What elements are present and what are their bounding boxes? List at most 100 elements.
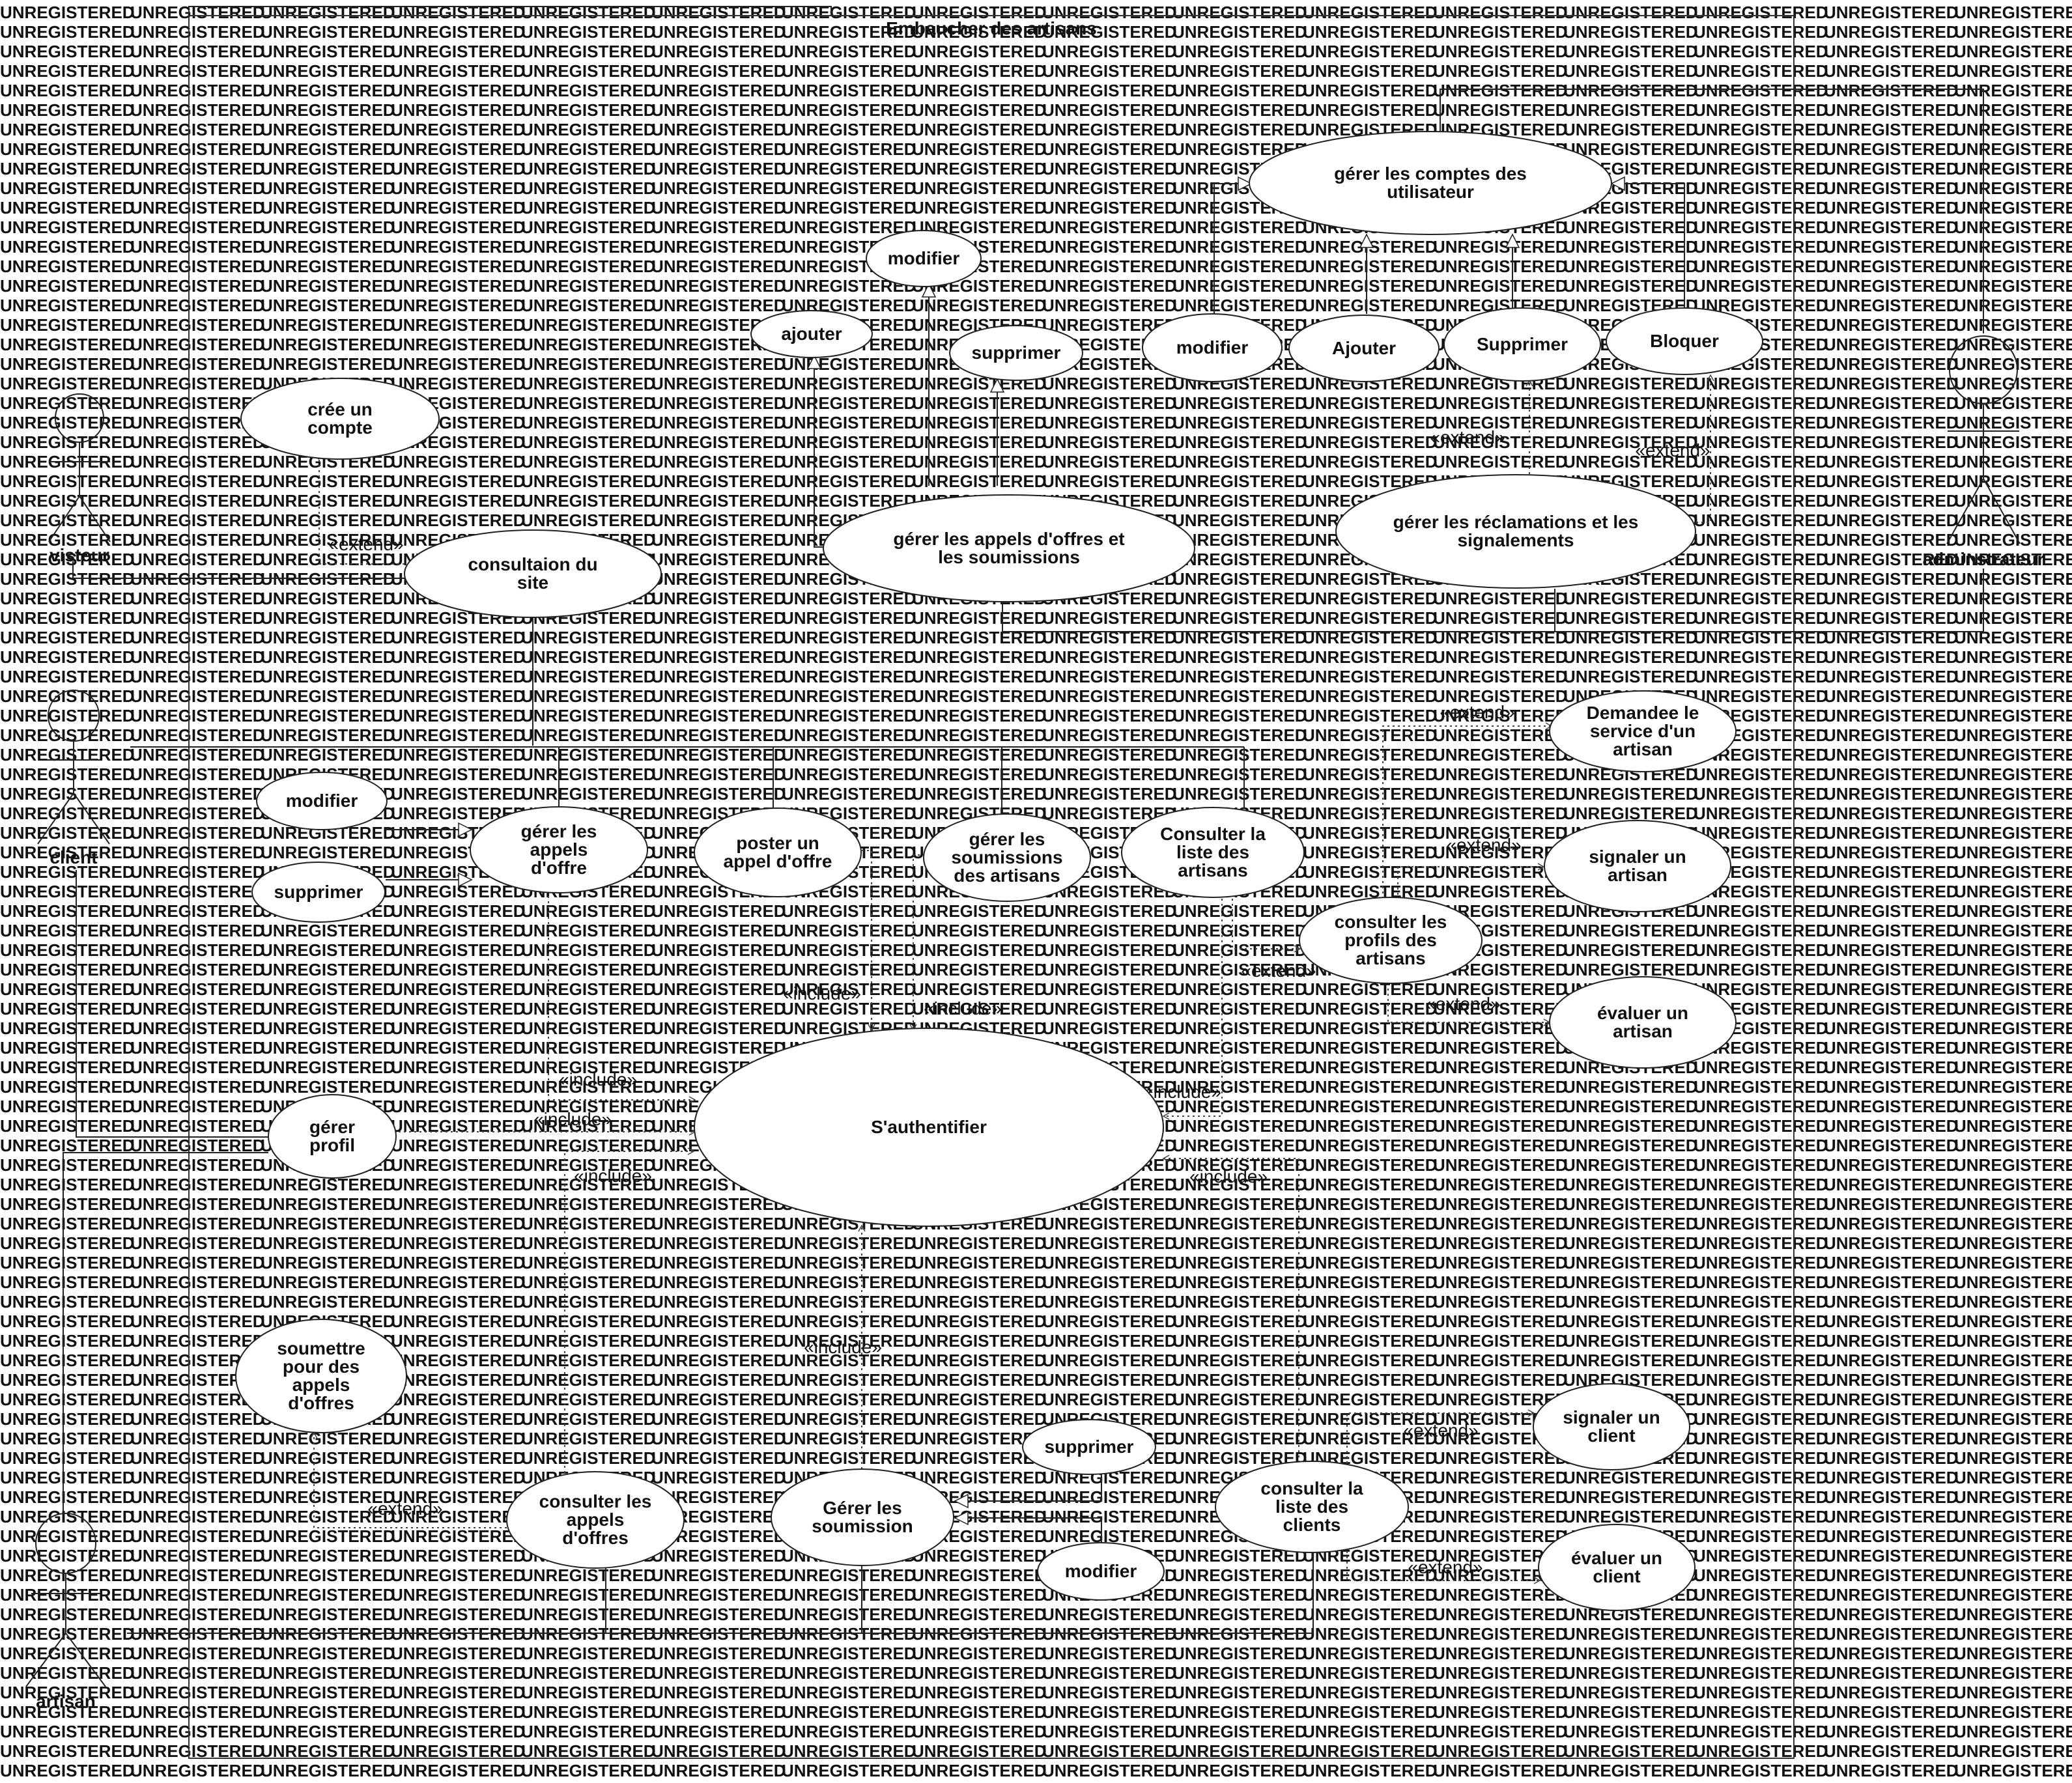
watermark-text: UNREGISTERED [391,100,526,120]
watermark-text: UNREGISTERED [521,1663,656,1683]
usecase-ellipse[interactable] [823,494,1195,602]
watermark-text: UNREGISTERED [1042,765,1177,784]
usecase-ellipse[interactable] [694,1028,1164,1227]
actor-administrateur[interactable]: adminstrateur [1923,335,2045,569]
usecase-ellipse[interactable] [1335,474,1696,589]
watermark-text: UNREGISTERED [1303,1058,1438,1077]
usecase-supprimer-art[interactable]: supprimer [1022,1419,1156,1475]
usecase-ellipse[interactable] [1022,1419,1156,1475]
usecase-modifier-client[interactable]: modifier [256,772,388,830]
usecase-ellipse[interactable] [268,1094,397,1179]
actor-visiteur[interactable]: visteur [48,393,111,565]
watermark-text: UNREGISTERED [130,1292,265,1312]
usecase-ellipse[interactable] [1249,131,1612,235]
usecase-ellipse[interactable] [1215,1461,1409,1553]
watermark-text: UNREGISTERED [130,725,265,745]
watermark-text: UNREGISTERED [1694,120,1828,139]
usecase-ellipse[interactable] [949,325,1083,381]
usecase-label: modifier [286,791,358,811]
usecase-ellipse[interactable] [506,1471,685,1569]
watermark-text: UNREGISTERED [1694,1663,1828,1683]
usecase-bloquer[interactable]: Bloquer [1606,307,1763,375]
usecase-ellipse[interactable] [1121,807,1305,898]
usecase-ajouter[interactable]: ajouter [750,310,873,358]
usecase-ellipse[interactable] [1549,690,1737,772]
usecase-ellipse[interactable] [866,230,982,287]
usecase-ajouter-admin[interactable]: Ajouter [1288,315,1440,382]
usecase-ellipse[interactable] [1299,897,1483,984]
usecase-ellipse[interactable] [923,813,1091,902]
watermark-text: UNREGISTERED [391,1526,526,1546]
watermark-text: UNREGISTERED [0,921,135,940]
watermark-text: UNREGISTERED [391,1331,526,1351]
watermark-text: UNREGISTERED [1433,1507,1568,1526]
actor-artisan[interactable]: artisan [25,1513,106,1711]
usecase-ellipse[interactable] [1533,1383,1690,1470]
usecase-ellipse[interactable] [256,772,388,830]
usecase-ellipse[interactable] [1443,307,1601,382]
watermark-text: UNREGISTERED [261,1038,395,1058]
watermark-text: UNREGISTERED [261,1448,395,1468]
usecase-modifier-art[interactable]: modifier [1037,1542,1165,1601]
usecase-ellipse[interactable] [470,806,648,893]
usecase-supprimer-client[interactable]: supprimer [251,862,386,923]
watermark-text: UNREGISTERED [261,1292,395,1312]
watermark-text: UNREGISTERED [1172,1429,1307,1448]
watermark-text: UNREGISTERED [1824,1429,1959,1448]
watermark-text: UNREGISTERED [1042,159,1177,178]
actor-client-label: client [50,847,97,867]
usecase-ellipse[interactable] [404,529,662,618]
usecase-ellipse[interactable] [1538,1524,1696,1611]
usecase-ellipse[interactable] [1606,307,1763,375]
watermark-text: UNREGISTERED [651,81,786,100]
usecase-ellipse[interactable] [771,1468,954,1566]
usecase-gerer-reclamations[interactable]: gérer les réclamations et lessignalement… [1335,474,1696,589]
usecase-ellipse[interactable] [1142,313,1283,382]
watermark-text: UNREGISTERED [1563,42,1698,61]
watermark-text: UNREGISTERED [1172,1565,1307,1585]
usecase-authentifier[interactable]: S'authentifier [694,1028,1164,1227]
watermark-text: UNREGISTERED [391,1390,526,1409]
usecase-ellipse[interactable] [235,1319,407,1433]
watermark-text: UNREGISTERED [1172,511,1307,530]
watermark-text: UNREGISTERED [651,1253,786,1272]
usecase-ellipse[interactable] [694,807,862,897]
usecase-supprimer-top[interactable]: supprimer [949,325,1083,381]
usecase-ellipse[interactable] [240,378,440,460]
actor-client[interactable]: client [37,690,110,867]
usecase-ellipse[interactable] [1288,315,1440,382]
usecase-ellipse[interactable] [1544,820,1731,912]
watermark-text: UNREGISTERED [391,1312,526,1331]
watermark-text: UNREGISTERED [1954,393,2072,413]
watermark-text: UNREGISTERED [0,159,135,178]
watermark-text: UNREGISTERED [391,61,526,81]
usecase-ellipse[interactable] [251,862,386,923]
usecase-ellipse[interactable] [750,310,873,358]
watermark-text: UNREGISTERED [1433,1487,1568,1507]
usecase-modifier-top[interactable]: modifier [866,230,982,287]
watermark-text: UNREGISTERED [782,628,916,647]
usecase-ellipse[interactable] [1549,976,1737,1069]
usecase-supprimer-admin[interactable]: Supprimer [1443,307,1601,382]
usecase-ellipse[interactable] [1037,1542,1165,1601]
usecase-modifier-admin[interactable]: modifier [1142,313,1283,382]
